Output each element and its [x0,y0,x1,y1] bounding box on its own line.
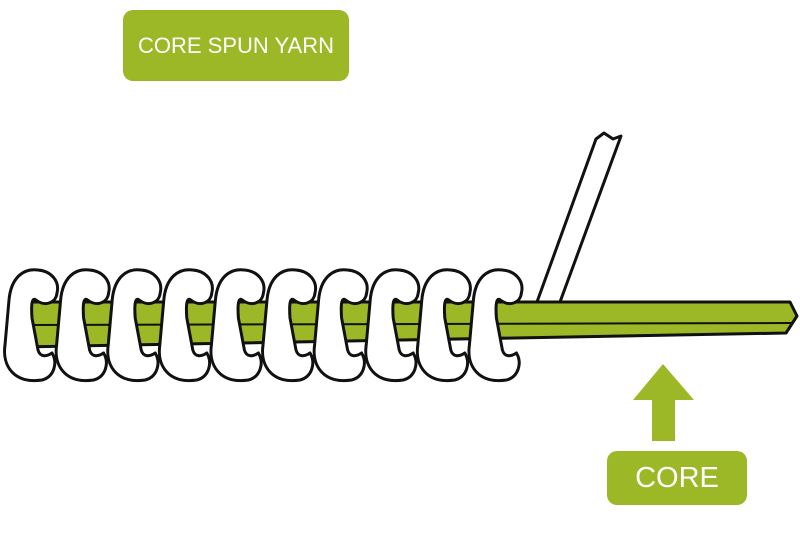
core-label: CORE [607,451,747,505]
wrap-loop [3,268,60,383]
wrap-loop [157,268,214,383]
wrap-loop [209,268,266,383]
free-fiber-end [535,131,623,304]
wrap-loop [312,268,369,383]
free-fiber-shape [535,131,623,304]
wrap-loop [261,268,318,383]
core-pointer-arrow [633,364,694,441]
wrap-loop [54,268,111,383]
arrow-shape [633,364,694,441]
core-strand-divider [27,322,793,326]
wrap-loop [467,268,524,383]
wrap-loop [415,268,472,383]
diagram-title-label: CORE SPUN YARN [123,10,349,81]
wrapped-fibers [3,268,524,383]
wrap-loop [364,268,421,383]
wrap-loop [106,268,163,383]
